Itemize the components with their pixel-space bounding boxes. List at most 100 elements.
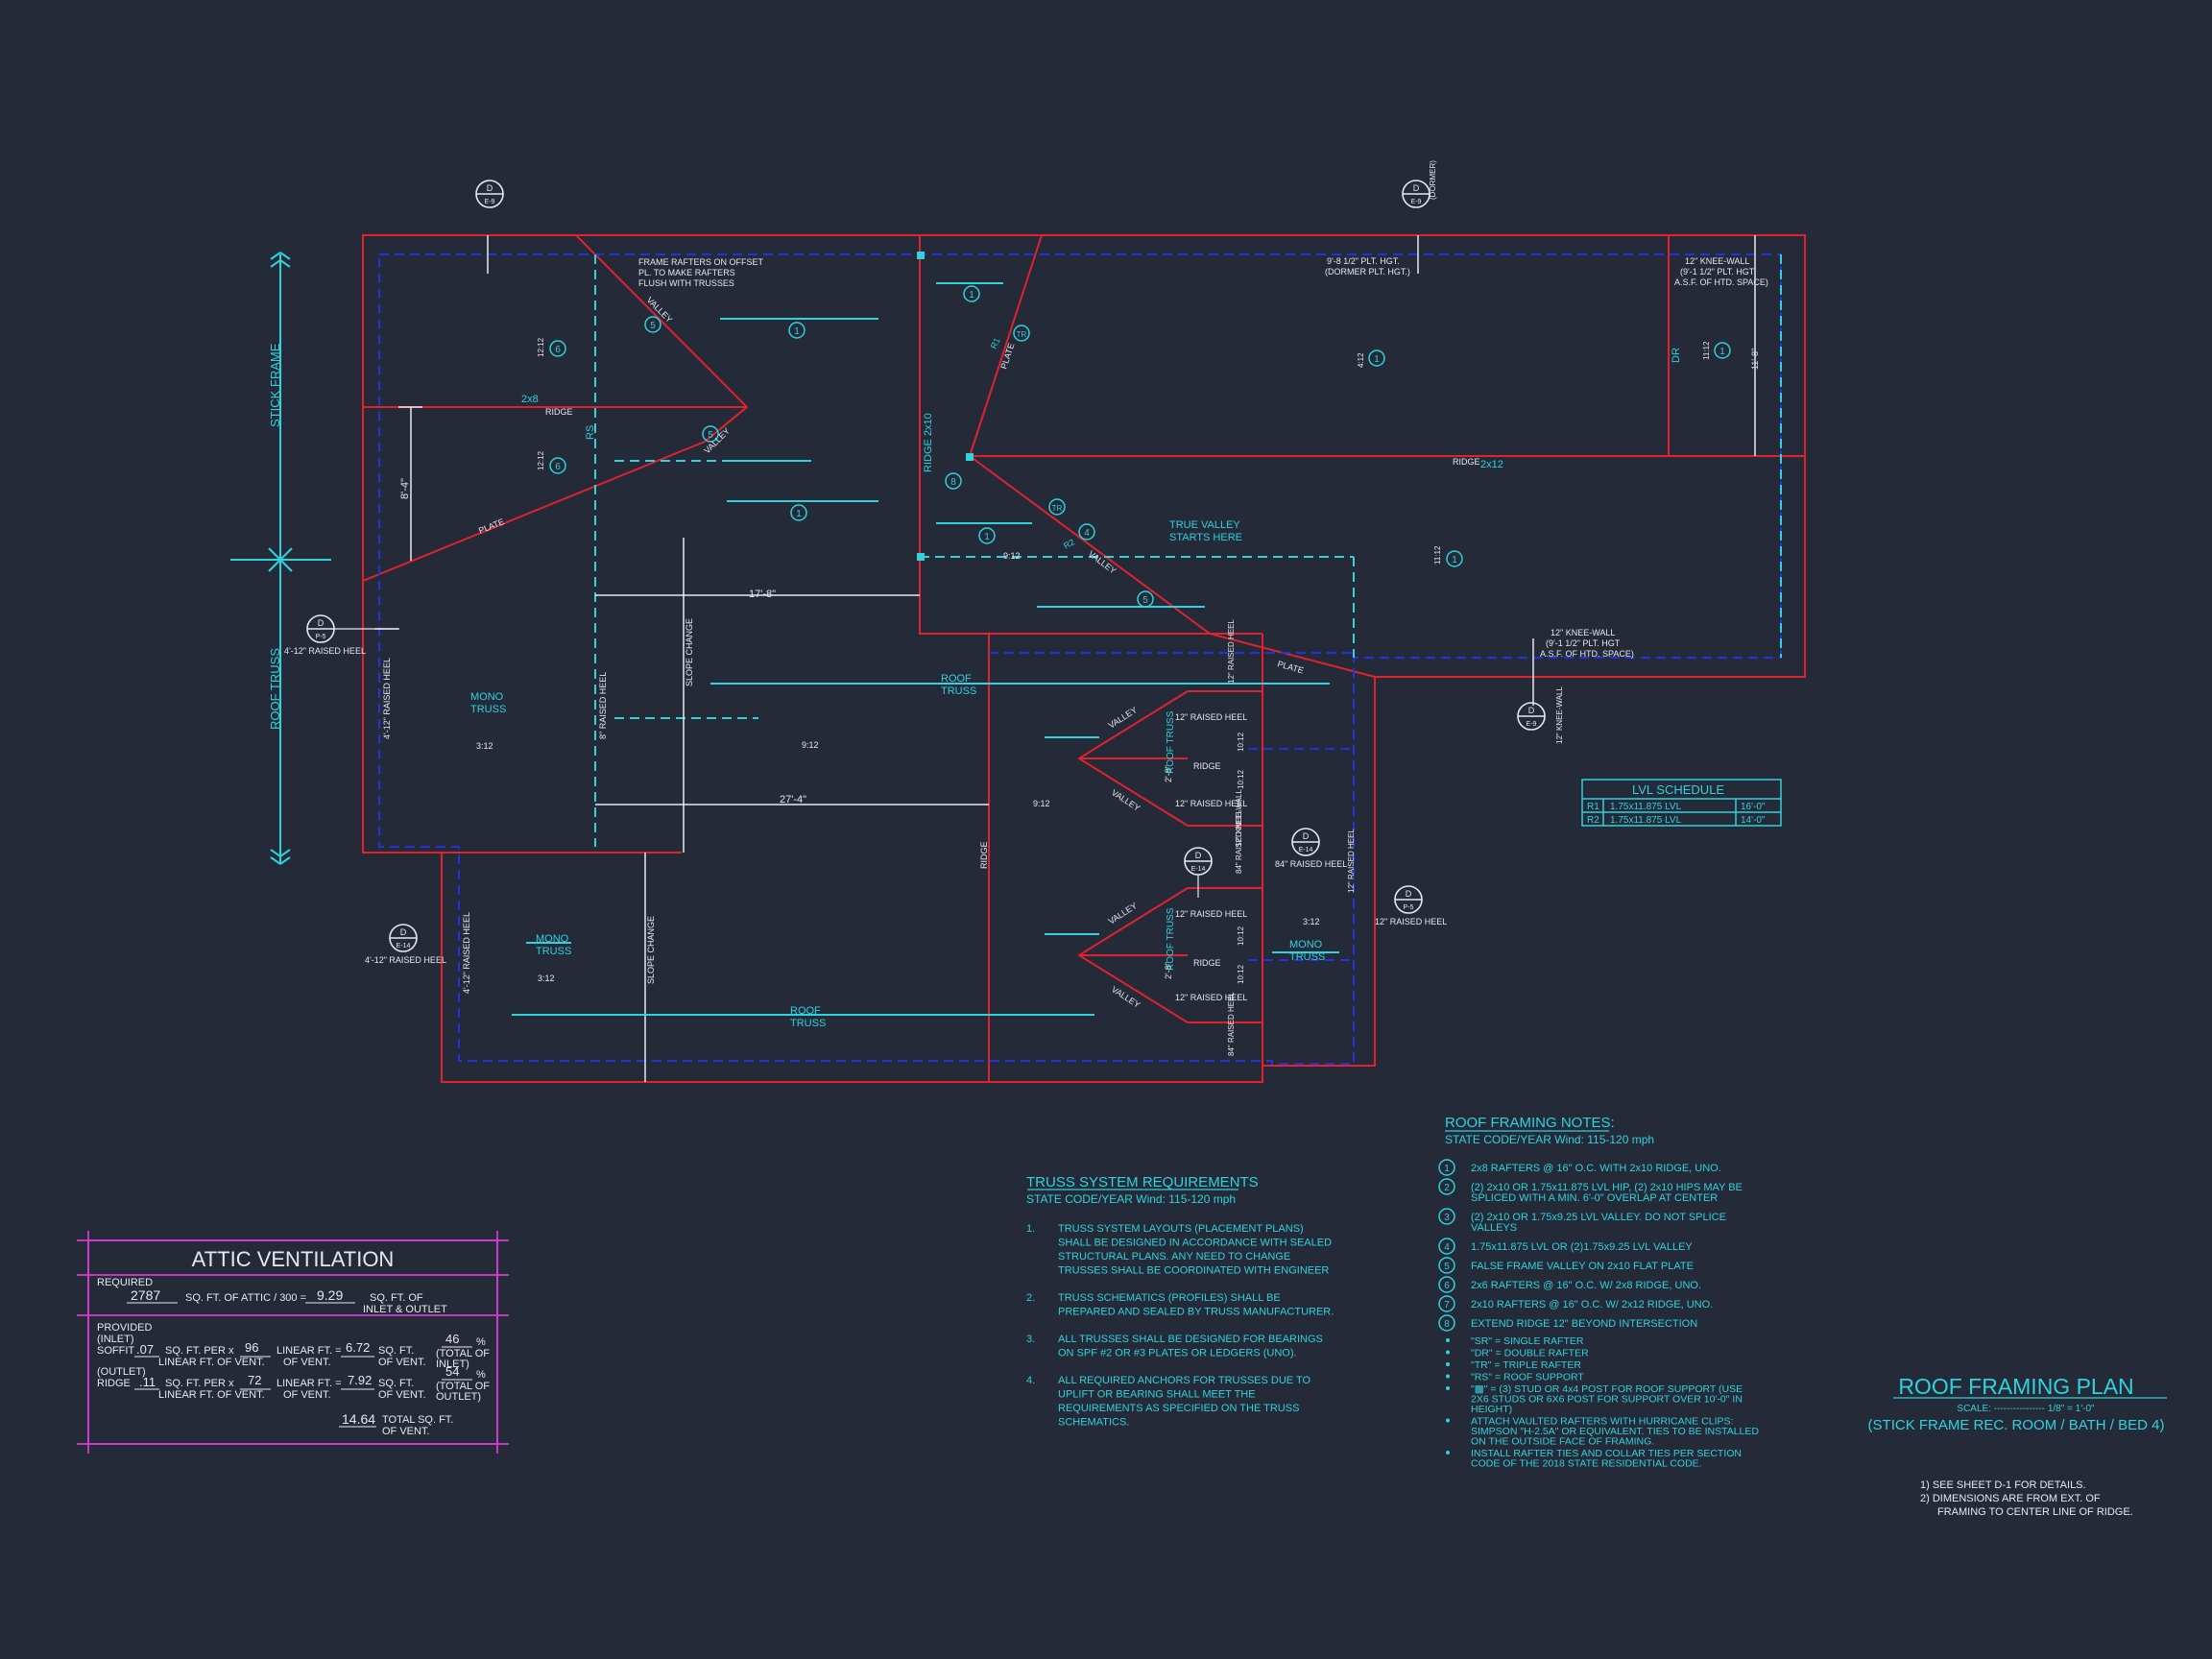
pitch-gable-1: 10:12 bbox=[1237, 732, 1245, 752]
frame-rafters-note-1: FRAME RAFTERS ON OFFSET bbox=[638, 257, 764, 267]
roof-truss-gable-1: ROOF TRUSS bbox=[1166, 710, 1176, 774]
sec-d-7: D bbox=[1303, 831, 1310, 841]
truss-req-line: ALL REQUIRED ANCHORS FOR TRUSSES DUE TO bbox=[1058, 1375, 1310, 1386]
attic-ventilation: ATTIC VENTILATION REQUIRED 2787 SQ. FT. … bbox=[97, 1247, 490, 1437]
av-soffit-sqft: 6.72 bbox=[346, 1340, 370, 1355]
note-num-plan-1f: 1 bbox=[1719, 347, 1725, 357]
note-num-plan-1c: 1 bbox=[969, 290, 974, 301]
dim-2-8-a: 2'-8" bbox=[1164, 765, 1173, 782]
raised-heel-tr-4: 12" RAISED HEEL bbox=[1347, 829, 1356, 893]
truss-req-line: SCHEMATICS. bbox=[1058, 1417, 1129, 1429]
bullet-dot bbox=[1446, 1374, 1450, 1379]
note-num-plan-1: 1 bbox=[794, 326, 800, 337]
sec-ref-6: E-14 bbox=[1191, 866, 1206, 873]
mono-truss-1a: MONO bbox=[470, 691, 504, 703]
note-num-plan-6b: 6 bbox=[555, 462, 561, 472]
roof-note-circles bbox=[1438, 1159, 1455, 1332]
attic-ventilation-frame bbox=[77, 1231, 509, 1454]
pitch-side-2: 12:12 bbox=[537, 450, 545, 470]
roof-note-num: 8 bbox=[1444, 1319, 1450, 1330]
roof-note-line: FALSE FRAME VALLEY ON 2x10 FLAT PLATE bbox=[1471, 1261, 1694, 1272]
sec-ref-5: E-9 bbox=[1527, 721, 1537, 728]
sec-ref-8: P-5 bbox=[1404, 904, 1414, 911]
pitch-side-4: 11:12 bbox=[1433, 545, 1442, 565]
av-soffit-per: .07 bbox=[136, 1342, 154, 1357]
roof-truss-1a: ROOF bbox=[941, 673, 972, 685]
roof-note-line: (2) 2x10 OR 1.75x9.25 LVL VALLEY. DO NOT… bbox=[1471, 1212, 1726, 1223]
roof-note-circle bbox=[1438, 1295, 1455, 1312]
roof-truss-gable-2: ROOF TRUSS bbox=[1166, 907, 1176, 971]
support-lines bbox=[594, 254, 1782, 847]
bullet-dot bbox=[1446, 1350, 1450, 1355]
av-lin-ft-1b: OF VENT. bbox=[283, 1357, 331, 1368]
av-per-label-2: SQ. FT. PER x bbox=[165, 1378, 234, 1389]
plan-cyan-rotated: STICK FRAME ROOF TRUSS RIDGE 2x10 RS DR … bbox=[268, 343, 1682, 971]
r2-tag: R2 bbox=[1062, 537, 1076, 550]
raised-heel-vert-2: 4'-12" RAISED HEEL bbox=[462, 912, 471, 994]
roof-note-circle bbox=[1438, 1257, 1455, 1274]
sec-d-1: D bbox=[487, 183, 493, 193]
dim-8-4: 8'-4" bbox=[399, 478, 411, 499]
note-num-plan-5a: 5 bbox=[650, 321, 656, 331]
raised-heel-12-b: 12" RAISED HEEL bbox=[1175, 799, 1247, 808]
dormer-plt-1: 9'-8 1/2" PLT. HGT. bbox=[1327, 256, 1400, 266]
roof-note-circle bbox=[1438, 1276, 1455, 1293]
plan-note-2: 2) DIMENSIONS ARE FROM EXT. OF bbox=[1920, 1493, 2101, 1504]
frame-rafters-note-2: PL. TO MAKE RAFTERS bbox=[638, 268, 735, 277]
roof-note-num: 7 bbox=[1444, 1300, 1450, 1310]
plan-text: FRAME RAFTERS ON OFFSET PL. TO MAKE RAFT… bbox=[284, 256, 1768, 1002]
valley-diagonal-line bbox=[969, 455, 1376, 678]
lvl-row2-member: 1.75x11.875 LVL bbox=[1610, 815, 1682, 826]
raised-heel-label-1: 4'-12" RAISED HEEL bbox=[284, 646, 366, 656]
sec-d-5: D bbox=[1528, 706, 1535, 715]
note-num-plan-5b: 5 bbox=[708, 430, 713, 441]
plan-note-3: FRAMING TO CENTER LINE OF RIDGE. bbox=[1937, 1506, 2133, 1518]
frame-rafters-note-3: FLUSH WITH TRUSSES bbox=[638, 278, 734, 288]
roof-notes-bullets: "SR" = SINGLE RAFTER"DR" = DOUBLE RAFTER… bbox=[1446, 1335, 1759, 1470]
mono-truss-2a: MONO bbox=[536, 933, 569, 945]
lvl-row1-member: 1.75x11.875 LVL bbox=[1610, 802, 1682, 812]
roof-bullet-line: INSTALL RAFTER TIES AND COLLAR TIES PER … bbox=[1471, 1448, 1742, 1459]
mono-truss-2b: TRUSS bbox=[536, 946, 571, 957]
knee-wall-mid-2: (9'-1 1/2" PLT. HGT bbox=[1546, 638, 1621, 648]
av-ridge-pct: 54 bbox=[445, 1364, 459, 1379]
true-valley-2: STARTS HERE bbox=[1169, 532, 1242, 543]
note-title-underlines bbox=[1027, 1130, 2167, 1399]
av-sqft-1: SQ. FT. bbox=[378, 1345, 414, 1357]
av-sqft-1b: OF VENT. bbox=[378, 1357, 426, 1368]
av-per-label-1: SQ. FT. PER x bbox=[165, 1345, 234, 1357]
ridge-label-left: RIDGE bbox=[545, 407, 573, 417]
roof-bullet-line: 2X6 STUDS OR 6X6 POST FOR SUPPORT OVER 1… bbox=[1471, 1394, 1743, 1406]
dr-label: DR bbox=[1671, 348, 1682, 363]
section-leaders bbox=[334, 628, 1199, 898]
note-num-plan-1d: 1 bbox=[984, 532, 990, 542]
ridge-vertical-label: RIDGE bbox=[979, 841, 989, 869]
roof-truss-2b: TRUSS bbox=[790, 1018, 826, 1029]
roof-note-circle bbox=[1438, 1314, 1455, 1332]
roof-bullet-line: "DR" = DOUBLE RAFTER bbox=[1471, 1348, 1589, 1359]
sec-d-8: D bbox=[1406, 889, 1412, 899]
av-outlet: (OUTLET) bbox=[97, 1366, 146, 1378]
roof-note-num: 6 bbox=[1444, 1281, 1450, 1291]
bullet-dot bbox=[1446, 1386, 1450, 1390]
rs-label: RS bbox=[585, 425, 596, 440]
slope-change-1: SLOPE CHANGE bbox=[685, 618, 694, 686]
lvl-schedule: LVL SCHEDULE R1 1.75x11.875 LVL 16'-0" R… bbox=[1587, 782, 1766, 826]
lvl-row2-length: 14'-0" bbox=[1741, 815, 1766, 826]
truss-req-num: 3. bbox=[1026, 1334, 1035, 1345]
raised-heel-84: 84" RAISED HEEL bbox=[1275, 859, 1347, 869]
truss-req-num: 1. bbox=[1026, 1223, 1035, 1235]
av-total-inlet-1: (TOTAL OF bbox=[436, 1348, 490, 1359]
interior-roof-line bbox=[919, 235, 1262, 635]
roof-note-line: VALLEYS bbox=[1471, 1222, 1517, 1234]
av-ridge: RIDGE bbox=[97, 1378, 131, 1389]
plan-note-markers bbox=[549, 285, 1731, 608]
truss-req-line: ON SPF #2 OR #3 PLATES OR LEDGERS (UNO). bbox=[1058, 1348, 1297, 1359]
av-ridge-ft: 72 bbox=[248, 1373, 261, 1387]
note-num-plan-8: 8 bbox=[950, 477, 956, 488]
truss-req-line: UPLIFT OR BEARING SHALL MEET THE bbox=[1058, 1389, 1256, 1401]
sec-ref-7: E-14 bbox=[1299, 847, 1313, 854]
av-total-inlet-2: INLET) bbox=[436, 1358, 469, 1370]
roof-note-line: 1.75x11.875 LVL OR (2)1.75x9.25 LVL VALL… bbox=[1471, 1241, 1693, 1253]
truss-req-line: PREPARED AND SEALED BY TRUSS MANUFACTURE… bbox=[1058, 1307, 1334, 1318]
